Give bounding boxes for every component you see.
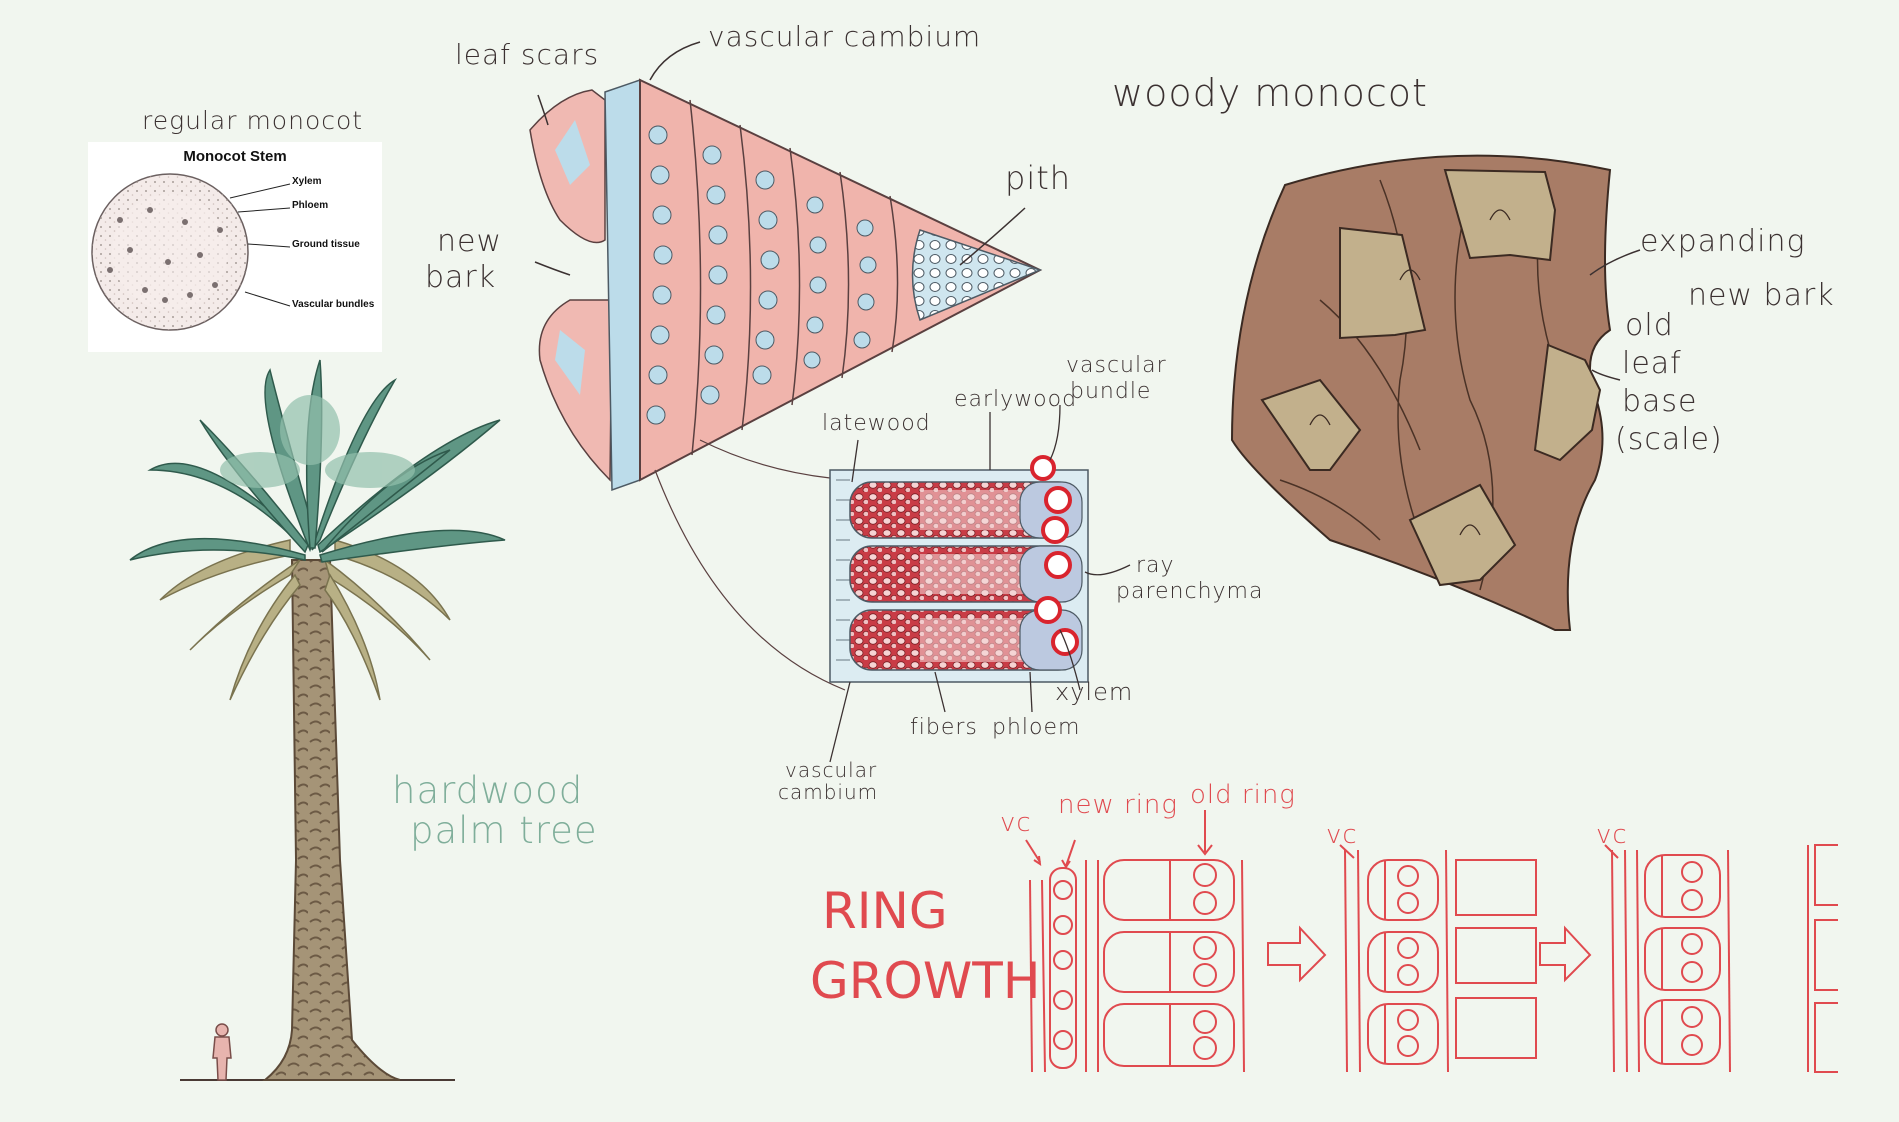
ring-growth-diagrams [1025,810,1838,1073]
palm-tree-illustration [129,359,506,1081]
label-base: base [1622,384,1698,419]
palm-label-line1: hardwood [392,769,584,812]
leaf-base-scale-icon [1339,226,1427,340]
detail-leader-lines [829,404,1131,763]
inset-label-vascular-bundles: Vascular bundles [292,299,375,310]
label-pith: pith [1005,159,1072,197]
label-cambium: cambium [778,780,879,804]
inset-title: Monocot Stem [183,148,287,165]
label-vascular-2: vascular [785,758,878,782]
label-bundle: bundle [1070,379,1152,404]
ring-label-old-ring: old ring [1190,780,1296,810]
ring-label-new-ring: new ring [1058,790,1178,820]
label-expanding: expanding [1640,224,1806,259]
monocot-stem-inset: Monocot Stem Xylem Phloem Ground tissue … [88,142,382,352]
ring-growth-title-line1: RING [822,882,948,940]
label-leaf: leaf [1622,346,1682,381]
label-ray: ray [1136,553,1175,578]
xylem-detail-illustration [829,455,1089,683]
ring-stage-2 [1339,844,1537,1073]
stem-wedge-illustration [529,78,1043,492]
ring-growth-title-line2: GROWTH [810,952,1041,1010]
label-fibers: fibers [910,715,978,740]
inset-label-xylem: Xylem [292,176,322,187]
label-earlywood: earlywood [954,387,1078,412]
label-new-bark: new bark [1688,278,1835,313]
label-latewood: latewood [822,411,931,436]
label-leaf-scars: leaf scars [455,38,600,71]
label-bark: bark [425,260,497,295]
human-figure-icon [212,1023,232,1081]
inset-caption: regular monocot [142,106,364,135]
label-new: new [437,224,503,259]
ring-label-vc-2: vc [1326,820,1358,850]
ring-label-vc-1: vc [1000,808,1032,838]
label-xylem: xylem [1055,678,1134,706]
palm-label-line2: palm tree [410,809,598,852]
woody-monocot-bark-illustration [1230,154,1641,631]
inset-label-ground-tissue: Ground tissue [292,239,360,250]
ring-label-vc-3: vc [1596,820,1628,850]
label-phloem: phloem [992,715,1081,740]
ring-stage-1 [1025,810,1245,1073]
ring-stage-3 [1604,844,1838,1073]
label-vascular-cambium: vascular cambium [708,20,982,53]
label-scale: (scale) [1615,422,1723,457]
bark-title: woody monocot [1112,71,1428,115]
label-vascular: vascular [1066,353,1167,378]
wedge-leader-lines [534,41,1026,276]
label-old: old [1625,308,1674,343]
inset-label-phloem: Phloem [292,200,329,211]
label-parenchyma: parenchyma [1116,579,1264,604]
zoom-connector-lines [654,439,846,691]
